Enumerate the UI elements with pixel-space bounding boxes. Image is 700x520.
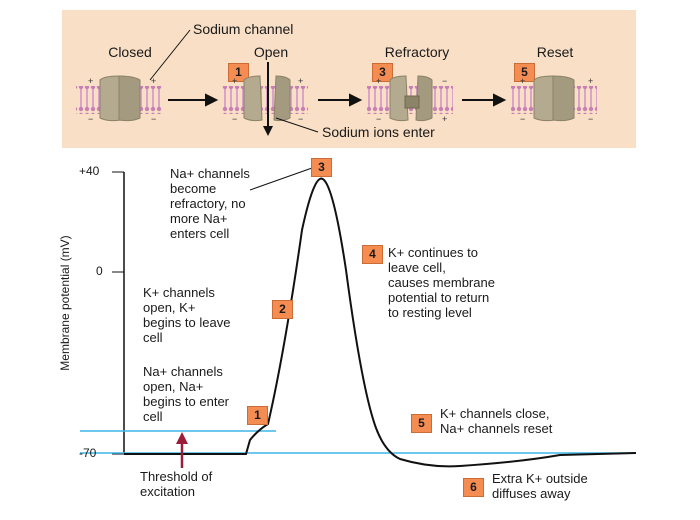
state-label-refractory: Refractory [384, 44, 450, 60]
svg-text:+: + [232, 76, 237, 86]
svg-text:+: + [520, 76, 525, 86]
annotation-3-text: Na+ channels become refractory, no more … [170, 166, 250, 241]
channel-reset-icon [533, 75, 575, 122]
threshold-label: Threshold of excitation [140, 469, 213, 499]
badge-1: 1 [247, 406, 268, 425]
svg-text:+: + [151, 76, 156, 86]
svg-text:+: + [298, 76, 303, 86]
state-arrows [168, 93, 507, 107]
threshold-arrow-icon [176, 432, 188, 468]
ytick-plus40: +40 [79, 164, 100, 178]
badge-2: 2 [272, 300, 293, 319]
membrane-open [222, 86, 308, 114]
channel-refractory-icon [389, 75, 433, 122]
title-leader-line [149, 29, 191, 81]
annotation-6-text: Extra K+ outside diffuses away [492, 471, 588, 501]
annotation-1-text: Na+ channels open, Na+ begins to enter c… [143, 364, 230, 424]
channel-title: Sodium channel [193, 21, 294, 37]
charge-marks: + + − − + + − − + − − + + + − − [88, 76, 593, 124]
svg-text:−: − [376, 114, 381, 124]
svg-text:+: + [442, 114, 447, 124]
svg-text:−: − [151, 114, 156, 124]
state-label-open: Open [253, 44, 289, 60]
ytick-minus70: -70 [79, 446, 97, 460]
svg-text:−: − [88, 114, 93, 124]
badge-3: 3 [311, 158, 332, 177]
peak-leader-line [249, 167, 313, 191]
state-label-reset: Reset [536, 44, 574, 60]
state-badge-reset: 5 [514, 63, 535, 82]
y-axis-label: Membrane potential (mV) [58, 235, 72, 371]
channel-diagram: + + − − + + − − + − − + + + − − [76, 29, 597, 136]
action-potential-curve [124, 177, 637, 468]
svg-text:−: − [520, 114, 525, 124]
ion-flow-arrow-icon [263, 62, 319, 136]
ions-enter-label: Sodium ions enter [322, 124, 435, 140]
svg-text:−: − [232, 114, 237, 124]
state-label-closed: Closed [108, 44, 152, 60]
annotation-2-text: K+ channels open, K+ begins to leave cel… [143, 285, 231, 345]
svg-text:+: + [88, 76, 93, 86]
channel-open-icon [243, 75, 291, 122]
badge-5: 5 [411, 414, 432, 433]
annotation-5-text: K+ channels close, Na+ channels reset [440, 406, 553, 436]
annotation-4-text: K+ continues to leave cell, causes membr… [388, 245, 495, 320]
svg-text:−: − [588, 114, 593, 124]
badge-6: 6 [463, 478, 484, 497]
svg-text:+: + [376, 76, 381, 86]
state-badge-open: 1 [228, 63, 249, 82]
svg-text:−: − [298, 114, 303, 124]
svg-text:−: − [442, 76, 447, 86]
svg-text:+: + [588, 76, 593, 86]
channel-closed-icon [99, 75, 141, 122]
state-badge-refractory: 3 [372, 63, 393, 82]
ytick-0: 0 [96, 264, 103, 278]
action-potential-graph [80, 167, 637, 468]
badge-4: 4 [362, 245, 383, 264]
